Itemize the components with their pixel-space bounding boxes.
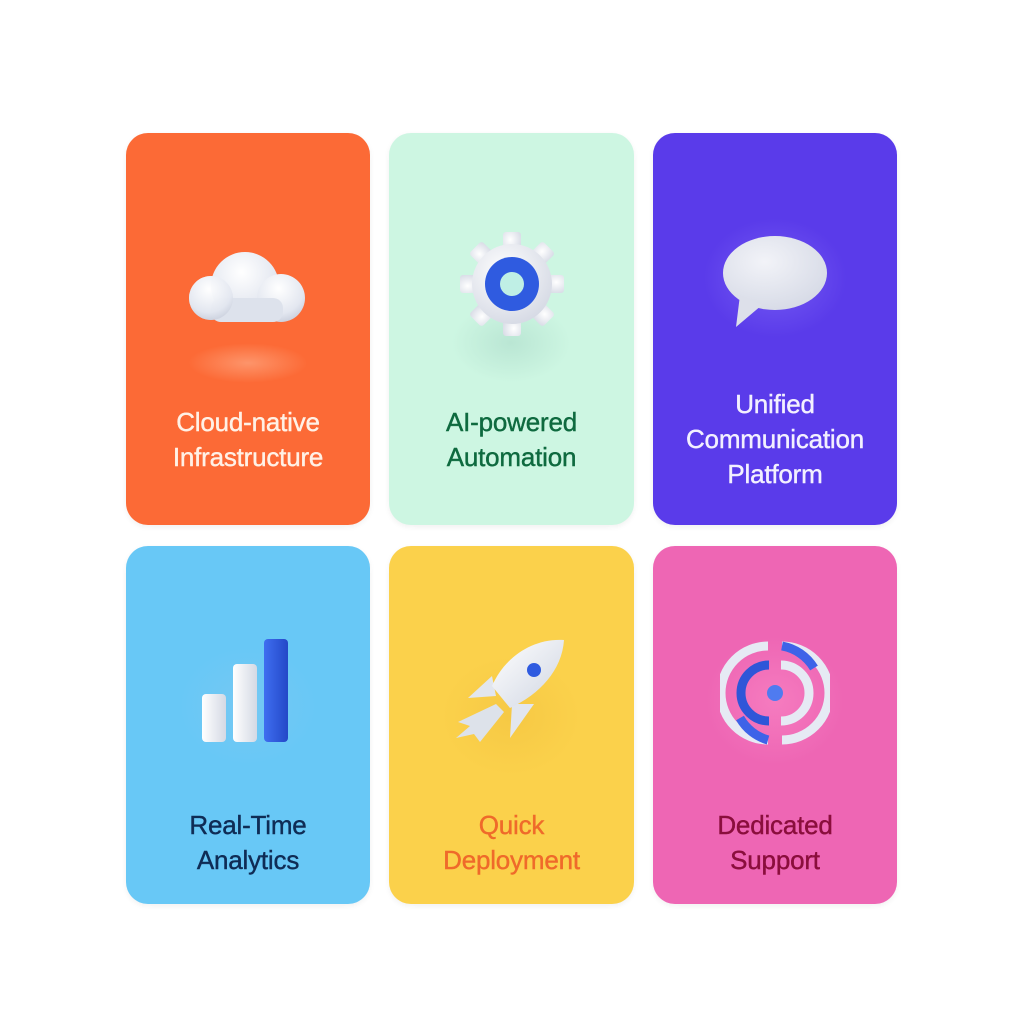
- label-line: Unified: [735, 389, 815, 419]
- feature-card-quick-deployment[interactable]: Quick Deployment: [389, 546, 634, 904]
- label-line: Communication: [685, 424, 865, 454]
- icon-glow: [188, 343, 308, 383]
- card-label: Dedicated Support: [653, 808, 897, 878]
- card-label: Quick Deployment: [389, 808, 634, 878]
- label-line: Automation: [446, 442, 577, 472]
- label-line: Support: [730, 845, 820, 875]
- label-line: Infrastructure: [172, 442, 324, 472]
- label-line: Real-Time: [189, 810, 307, 840]
- rocket-icon: [389, 634, 634, 744]
- feature-card-dedicated-support[interactable]: Dedicated Support: [653, 546, 897, 904]
- feature-card-real-time-analytics[interactable]: Real-Time Analytics: [126, 546, 370, 904]
- label-line: Dedicated: [717, 810, 833, 840]
- card-label: Cloud-native Infrastructure: [126, 405, 370, 475]
- card-label: Real-Time Analytics: [126, 808, 370, 878]
- label-line: Platform: [727, 459, 823, 489]
- label-line: Cloud-native: [176, 407, 320, 437]
- signal-broadcast-icon: [653, 638, 897, 748]
- label-line: AI-powered: [446, 407, 578, 437]
- feature-card-unified-communication-platform[interactable]: Unified Communication Platform: [653, 133, 897, 525]
- feature-card-cloud-native-infrastructure[interactable]: Cloud-native Infrastructure: [126, 133, 370, 525]
- feature-card-ai-powered-automation[interactable]: AI-powered Automation: [389, 133, 634, 525]
- cloud-icon: [126, 248, 370, 328]
- gear-icon: [389, 229, 634, 339]
- bar-chart-icon: [126, 636, 370, 746]
- label-line: Deployment: [443, 845, 580, 875]
- card-label: Unified Communication Platform: [653, 387, 897, 492]
- label-line: Quick: [478, 810, 545, 840]
- card-label: AI-powered Automation: [389, 405, 634, 475]
- label-line: Analytics: [196, 845, 300, 875]
- chat-bubble-icon: [653, 233, 897, 333]
